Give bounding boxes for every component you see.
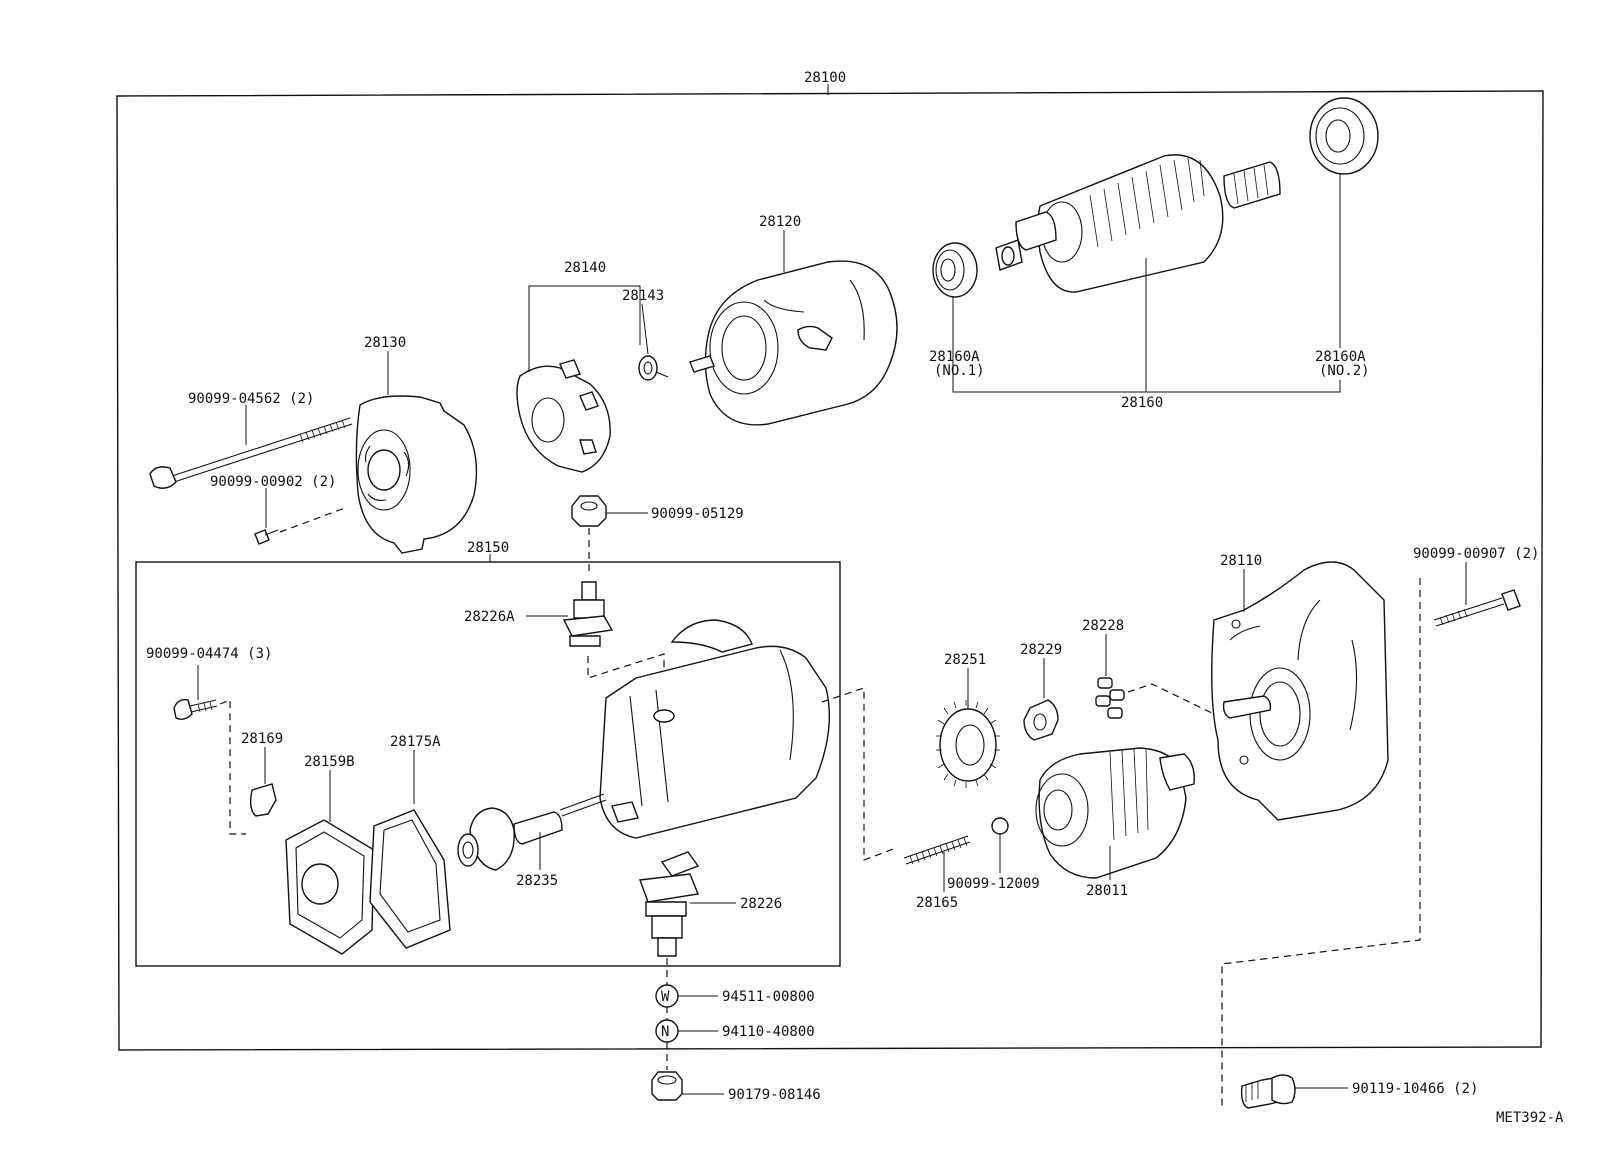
bearing-no2 [1309, 97, 1379, 175]
label-90099-00907: 90099-00907 (2) [1413, 546, 1539, 562]
terminal-nut-top [571, 495, 607, 527]
end-frame [355, 395, 478, 554]
label-28165: 28165 [916, 895, 958, 911]
label-90099-05129: 90099-05129 [651, 506, 744, 522]
label-28169: 28169 [241, 731, 283, 747]
label-28251: 28251 [944, 652, 986, 668]
bearing-retainer [1023, 699, 1059, 741]
plate-clip [249, 783, 277, 817]
terminal-nut: N [655, 1019, 679, 1043]
mounting-bolt [1240, 1074, 1296, 1109]
label-28235: 28235 [516, 873, 558, 889]
terminal-washer: W [655, 984, 679, 1008]
idler-gear [936, 700, 1000, 788]
subassembly-frame [135, 561, 841, 967]
return-spring [903, 835, 971, 865]
label-28159B: 28159B [304, 754, 355, 770]
assembly-frame [116, 90, 1544, 1051]
label-94511-00800: 94511-00800 [722, 989, 815, 1005]
terminal-cap-nut [651, 1071, 683, 1101]
contact-terminal-lower [639, 851, 700, 957]
label-28228: 28228 [1082, 618, 1124, 634]
clutch-rollers [1095, 677, 1125, 719]
starter-housing [1211, 561, 1389, 821]
label-94110-40800: 94110-40800 [722, 1024, 815, 1040]
label-28011: 28011 [1086, 883, 1128, 899]
housing-bolt [1433, 589, 1521, 627]
label-assembly: 28100 [804, 70, 846, 86]
armature [995, 154, 1281, 293]
label-28130: 28130 [364, 335, 406, 351]
steel-ball [991, 817, 1009, 835]
plunger [457, 793, 607, 871]
label-28226: 28226 [740, 896, 782, 912]
label-28160A-no1-note: (NO.1) [934, 363, 985, 379]
starter-clutch [1035, 747, 1195, 879]
label-28160A-no1: 28160A [929, 349, 980, 365]
bearing-no1 [932, 242, 978, 298]
label-28120: 28120 [759, 214, 801, 230]
label-28226A: 28226A [464, 609, 515, 625]
label-28143: 28143 [622, 288, 664, 304]
label-28175A: 28175A [390, 734, 441, 750]
label-subassembly: 28150 [467, 540, 509, 556]
switch-gasket [369, 809, 451, 949]
label-28160A-no2-note: (NO.2) [1319, 363, 1370, 379]
switch-cover [285, 819, 375, 955]
small-screw [254, 529, 279, 545]
through-bolt [149, 417, 353, 489]
label-90099-00902: 90099-00902 (2) [210, 474, 336, 490]
washer-symbol: W [661, 989, 670, 1005]
nut-symbol: N [661, 1024, 669, 1040]
label-28160A-no2: 28160A [1315, 349, 1366, 365]
brush-holder [516, 359, 611, 473]
label-90179-08146: 90179-08146 [728, 1087, 821, 1103]
label-90099-12009: 90099-12009 [947, 876, 1040, 892]
label-28110: 28110 [1220, 553, 1262, 569]
contact-terminal-upper [562, 581, 614, 647]
yoke-field-frame [689, 260, 898, 426]
label-90099-04474: 90099-04474 (3) [146, 646, 272, 662]
label-28140: 28140 [564, 260, 606, 276]
label-28160: 28160 [1121, 395, 1163, 411]
figure-code: MET392-A [1496, 1110, 1564, 1126]
label-90119-10466: 90119-10466 (2) [1352, 1081, 1478, 1097]
cover-bolt [173, 698, 218, 721]
brush-spring [638, 355, 669, 381]
label-90099-04562: 90099-04562 (2) [188, 391, 314, 407]
magnetic-switch-housing [599, 619, 830, 839]
label-28229: 28229 [1020, 642, 1062, 658]
